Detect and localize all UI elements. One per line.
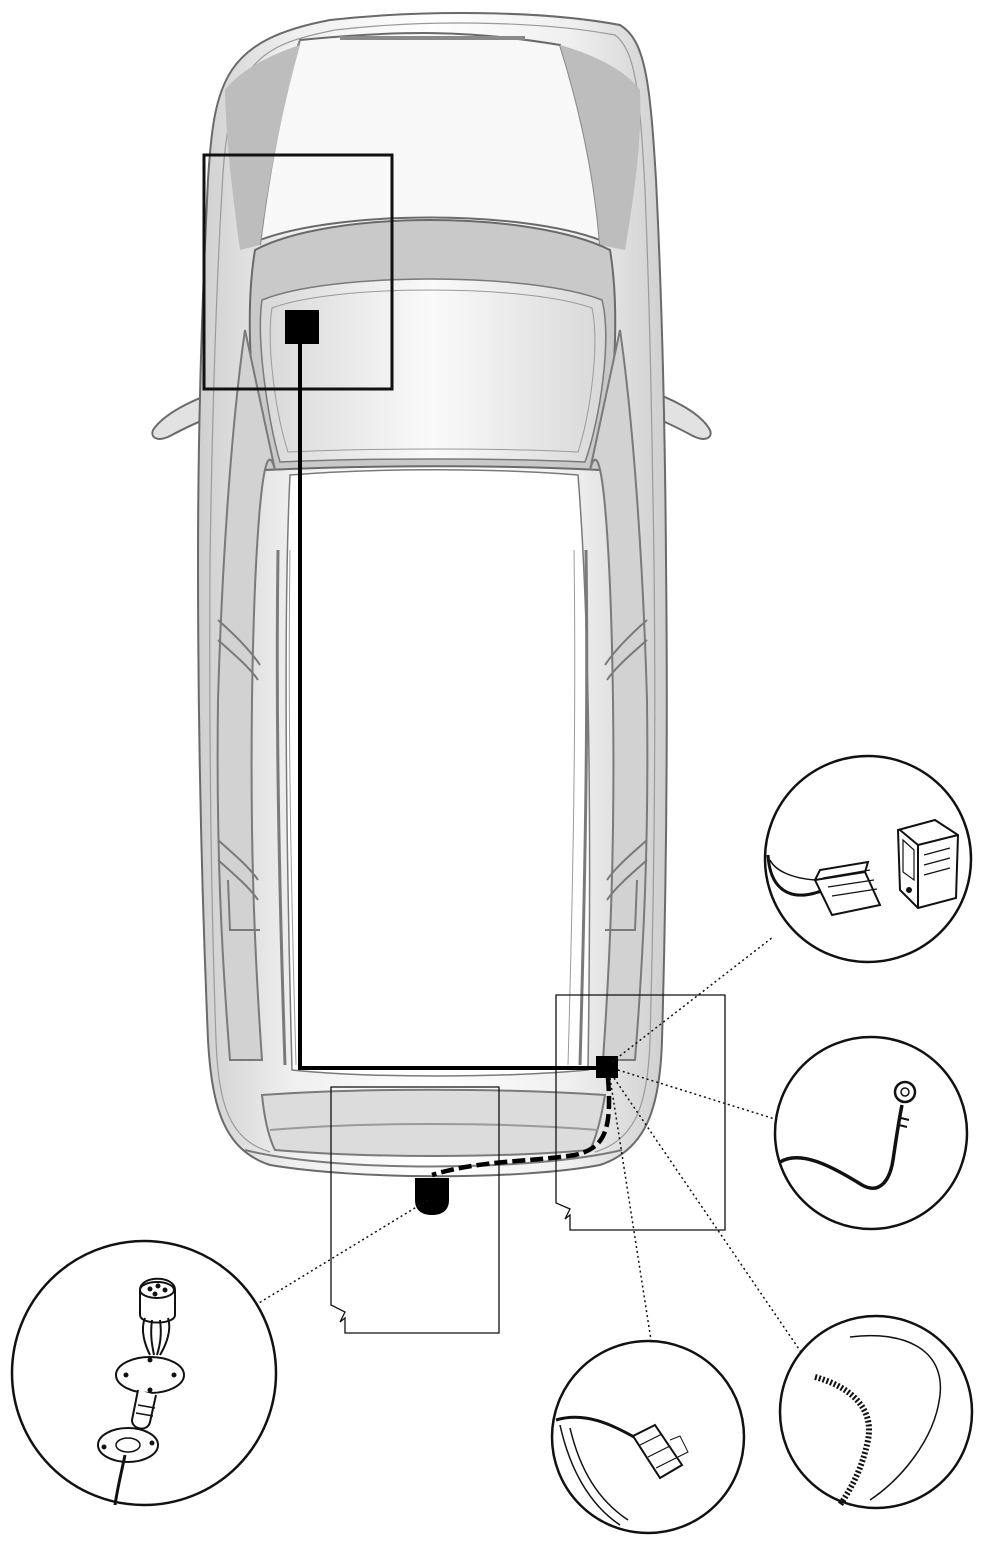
detail-callout-cable-tie	[778, 1314, 974, 1510]
car-top-view	[151, 12, 712, 1178]
front-module	[285, 310, 319, 344]
detail-callout-ring-terminal	[773, 1035, 969, 1231]
socket-cable	[431, 1077, 612, 1178]
rear-center-page-frame	[330, 1086, 500, 1334]
plug-connector-icon	[555, 1415, 689, 1526]
ring-terminal-icon	[779, 1080, 917, 1190]
wiring-harness	[298, 330, 612, 1178]
multi-pin-connector-icon	[766, 818, 960, 917]
left-side-glass	[216, 329, 276, 1061]
cable-tie-icon	[814, 1334, 942, 1507]
rear-right-page-frame	[555, 994, 726, 1231]
leader-plug-connector	[609, 1077, 652, 1341]
leader-cable-tie	[613, 1077, 804, 1356]
rear-module	[596, 1056, 618, 1078]
windshield	[259, 278, 607, 463]
rear-window	[260, 1088, 607, 1157]
roof	[285, 469, 591, 1077]
rear-bumper	[244, 1149, 623, 1168]
trailer-socket	[415, 1178, 449, 1215]
left-roof-rail	[275, 549, 287, 1066]
detail-callout-multi-pin-connector	[763, 754, 973, 964]
detail-callout-plug-connector	[550, 1339, 746, 1535]
callout-leaders	[253, 936, 804, 1356]
right-roof-rail	[578, 549, 589, 1066]
leader-multi-pin-connector	[611, 936, 774, 1063]
detail-callout-socket-assembly	[10, 1239, 278, 1507]
leader-socket-assembly	[253, 1199, 429, 1307]
main-cable	[298, 330, 608, 1070]
right-side-glass	[589, 329, 649, 1061]
socket-assembly-icon	[97, 1277, 185, 1506]
hood	[258, 32, 602, 242]
